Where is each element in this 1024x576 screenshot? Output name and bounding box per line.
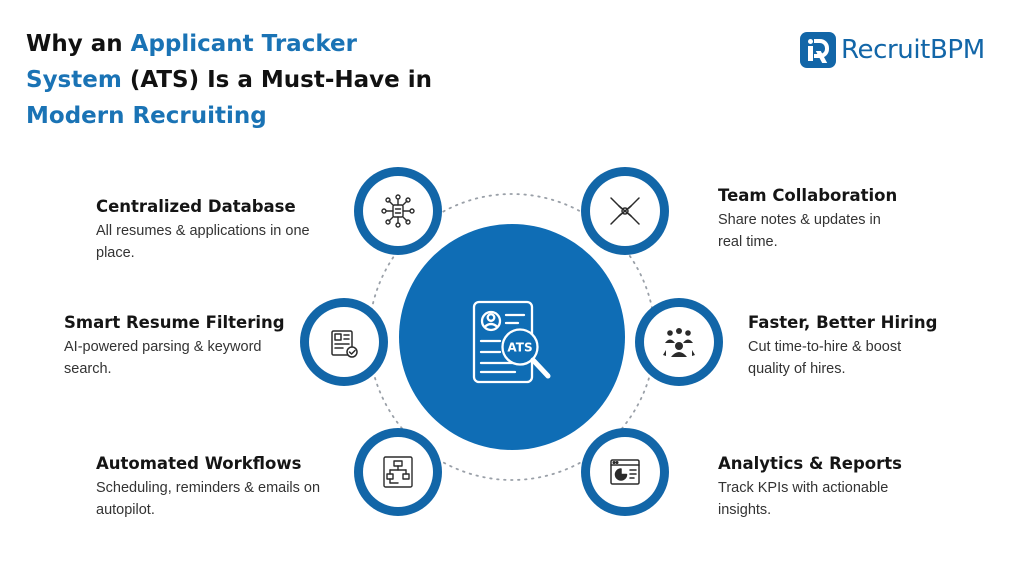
title-part-3: (ATS) Is a Must-Have in bbox=[121, 67, 433, 93]
workflow-icon bbox=[383, 456, 413, 488]
logo-text: RecruitBPM bbox=[841, 35, 985, 65]
node-automated-workflows bbox=[354, 428, 442, 516]
node-smart-resume-filtering bbox=[300, 298, 388, 386]
item-title: Automated Workflows bbox=[96, 454, 302, 473]
title-part-4: Modern Recruiting bbox=[26, 103, 267, 129]
item-smart-resume-filtering: Smart Resume Filtering AI-powered parsin… bbox=[64, 312, 324, 380]
item-title: Analytics & Reports bbox=[718, 454, 902, 473]
node-team-collaboration bbox=[581, 167, 669, 255]
page-title: Why an Applicant Tracker System (ATS) Is… bbox=[26, 26, 446, 134]
node-centralized-database bbox=[354, 167, 442, 255]
resume-check-icon bbox=[331, 330, 358, 358]
item-automated-workflows: Automated Workflows Scheduling, reminder… bbox=[96, 453, 356, 521]
analytics-dashboard-icon bbox=[610, 459, 640, 485]
ats-search-icon bbox=[472, 300, 551, 384]
item-description: Share notes & updates in real time. bbox=[718, 212, 881, 250]
item-title: Centralized Database bbox=[96, 197, 296, 216]
item-team-collaboration: Team Collaboration Share notes & updates… bbox=[718, 185, 978, 253]
item-title: Team Collaboration bbox=[718, 186, 898, 205]
handshake-icon bbox=[610, 197, 640, 225]
item-description: AI-powered parsing & keyword search. bbox=[64, 339, 262, 377]
title-part-2: Applicant Tracker System bbox=[26, 31, 357, 93]
item-title: Smart Resume Filtering bbox=[64, 313, 285, 332]
center-label: ATS bbox=[507, 341, 532, 355]
item-description: All resumes & applications in one place. bbox=[96, 223, 310, 261]
item-title: Faster, Better Hiring bbox=[748, 313, 938, 332]
logo-mark-icon bbox=[800, 32, 836, 68]
center-hub: ATS bbox=[399, 224, 625, 450]
item-description: Cut time-to-hire & boost quality of hire… bbox=[748, 339, 902, 377]
title-part-1: Why an bbox=[26, 31, 131, 57]
node-analytics-reports bbox=[581, 428, 669, 516]
item-analytics-reports: Analytics & Reports Track KPIs with acti… bbox=[718, 453, 978, 521]
item-faster-better-hiring: Faster, Better Hiring Cut time-to-hire &… bbox=[748, 312, 1008, 380]
item-centralized-database: Centralized Database All resumes & appli… bbox=[96, 196, 356, 264]
database-network-icon bbox=[381, 194, 415, 228]
recruitbpm-logo: RecruitBPM bbox=[800, 32, 985, 68]
node-faster-better-hiring bbox=[635, 298, 723, 386]
item-description: Track KPIs with actionable insights. bbox=[718, 480, 889, 518]
item-description: Scheduling, reminders & emails on autopi… bbox=[96, 480, 321, 518]
team-hiring-icon bbox=[663, 328, 695, 357]
